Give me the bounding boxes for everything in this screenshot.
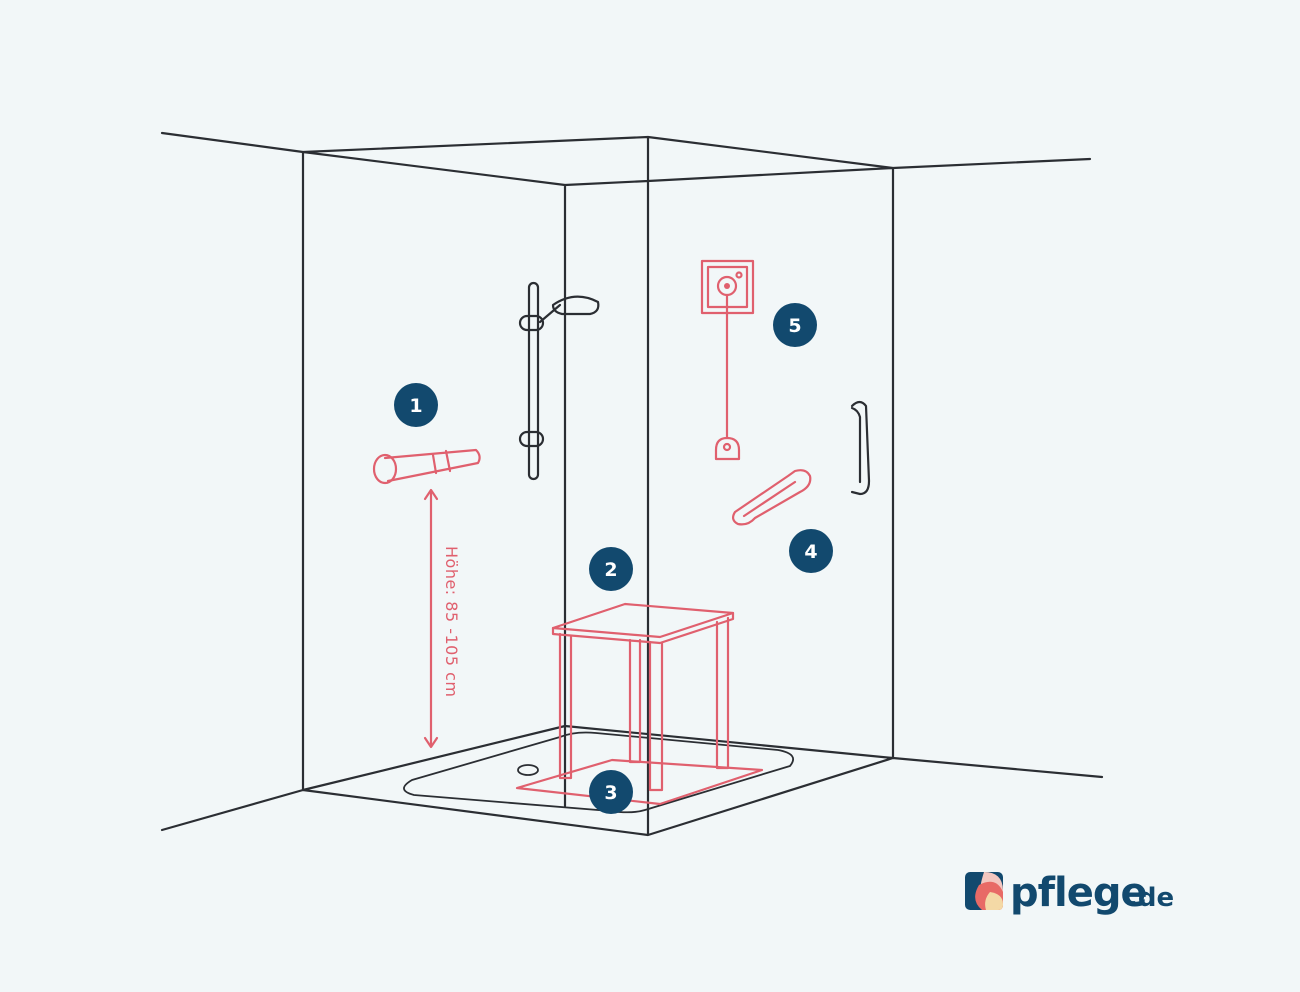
badge-circle <box>789 529 833 573</box>
pull-cord-handle-icon <box>714 436 741 461</box>
stool-leg-back-right <box>715 616 730 770</box>
logo-tld: .de <box>1128 883 1174 913</box>
badge-number: 5 <box>788 315 801 337</box>
logo: pflege .de <box>965 870 1174 916</box>
rail-holder-top <box>518 314 545 332</box>
badge-3: 3 <box>589 770 633 814</box>
rail-holder-bottom <box>518 430 545 448</box>
badge-5: 5 <box>773 303 817 347</box>
badge-circle <box>589 547 633 591</box>
shower-rail <box>518 281 600 481</box>
stool-leg-front-right <box>648 640 664 792</box>
shower-stool <box>551 602 735 792</box>
logo-mark-icon <box>965 872 1003 910</box>
height-label: Höhe: 85 -105 cm <box>442 546 461 698</box>
badge-circle <box>394 383 438 427</box>
grab-bar-clamp <box>431 449 452 475</box>
badge-number: 4 <box>804 541 817 563</box>
room-structure <box>160 131 1104 837</box>
mat-outline <box>515 758 764 806</box>
logo-name: pflege <box>1010 870 1147 916</box>
measure-arrow-bottom <box>423 736 439 749</box>
shower-tray <box>403 731 794 814</box>
shower-head-icon <box>551 295 600 316</box>
room-outline <box>160 131 1104 837</box>
badge-circle <box>589 770 633 814</box>
angled-bar-outline <box>731 469 812 526</box>
badge-2: 2 <box>589 547 633 591</box>
badge-4: 4 <box>789 529 833 573</box>
shower-arm <box>538 303 562 324</box>
shower-tray-outline <box>403 731 794 814</box>
stool-leg-back-left <box>628 638 642 764</box>
door-handle <box>850 400 871 496</box>
stool-seat-edge <box>551 611 735 645</box>
stool-seat-top <box>551 602 735 639</box>
non-slip-mat <box>515 758 764 806</box>
pull-cord-handle-hole <box>722 442 732 452</box>
grab-bar-mount-left <box>372 453 398 485</box>
badge-number: 3 <box>604 782 617 804</box>
grab-bar-tube <box>383 448 481 483</box>
grab-bar-horizontal <box>372 448 481 485</box>
call-button-center <box>724 283 730 289</box>
grab-bar-angled <box>731 469 812 526</box>
stool-leg-front-left <box>558 632 573 780</box>
emergency-call-button <box>700 259 755 461</box>
height-measure: Höhe: 85 -105 cm <box>423 488 461 749</box>
badge-number: 2 <box>604 559 617 581</box>
drain-icon <box>517 764 539 776</box>
angled-bar-tube <box>742 480 797 518</box>
call-button-indicator <box>735 271 743 279</box>
door-handle-icon <box>850 400 871 496</box>
badge-circle <box>773 303 817 347</box>
measure-arrow-top <box>423 488 439 501</box>
rail-bar <box>527 281 540 481</box>
badge-number: 1 <box>409 395 422 417</box>
badge-1: 1 <box>394 383 438 427</box>
